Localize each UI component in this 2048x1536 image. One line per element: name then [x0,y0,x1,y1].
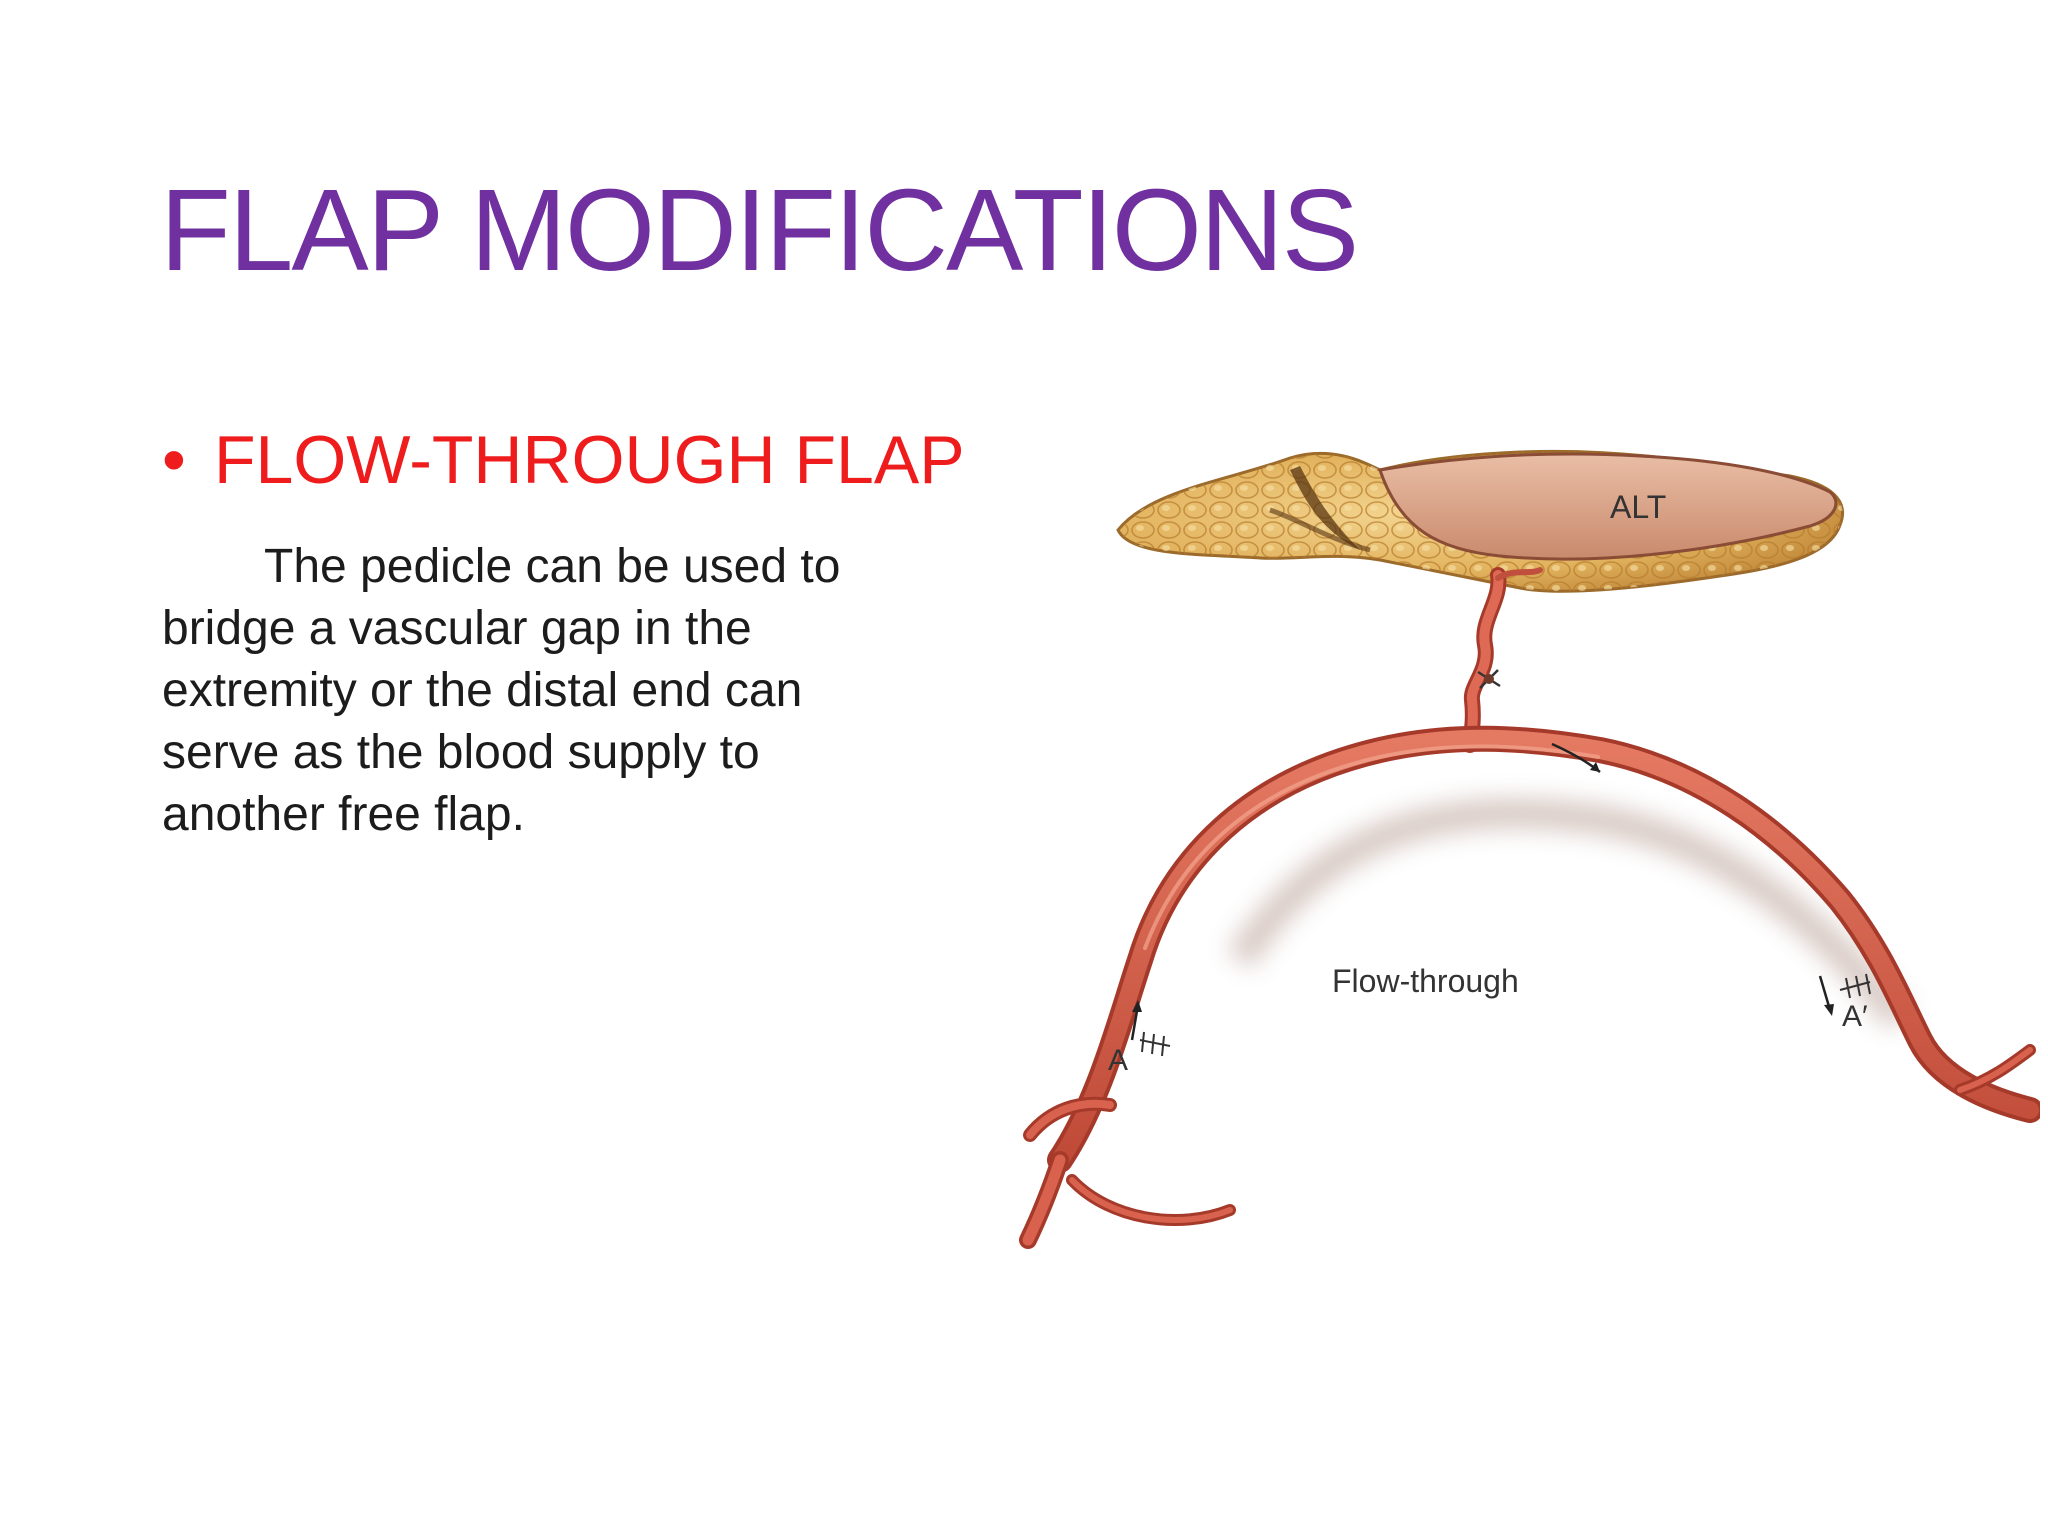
flow-through-flap-illustration: ALT [1000,400,2040,1320]
arch-shadow [1227,798,1912,1030]
flap-skin-paddle [1378,452,1838,561]
flow-through-label: Flow-through [1332,963,1519,999]
slide-title: FLAP MODIFICATIONS [160,165,1359,295]
alt-flap: ALT [1116,449,1844,593]
bullet-heading-row: • FLOW-THROUGH FLAP [162,418,965,502]
flow-arrow-right-icon [1818,975,1832,1011]
bullet-heading: FLOW-THROUGH FLAP [214,422,965,498]
anastomosis-label-left: A [1108,1044,1128,1077]
flow-through-vessel [1019,725,2040,1249]
vascular-pedicle [1462,567,1543,753]
bullet-icon: • [162,422,186,498]
flow-arrow-icons [1130,742,1834,1041]
flap-label: ALT [1610,489,1666,525]
body-paragraph: The pedicle can be used to bridge a vasc… [162,540,841,841]
anastomosis-label-right: A′ [1842,1000,1868,1033]
